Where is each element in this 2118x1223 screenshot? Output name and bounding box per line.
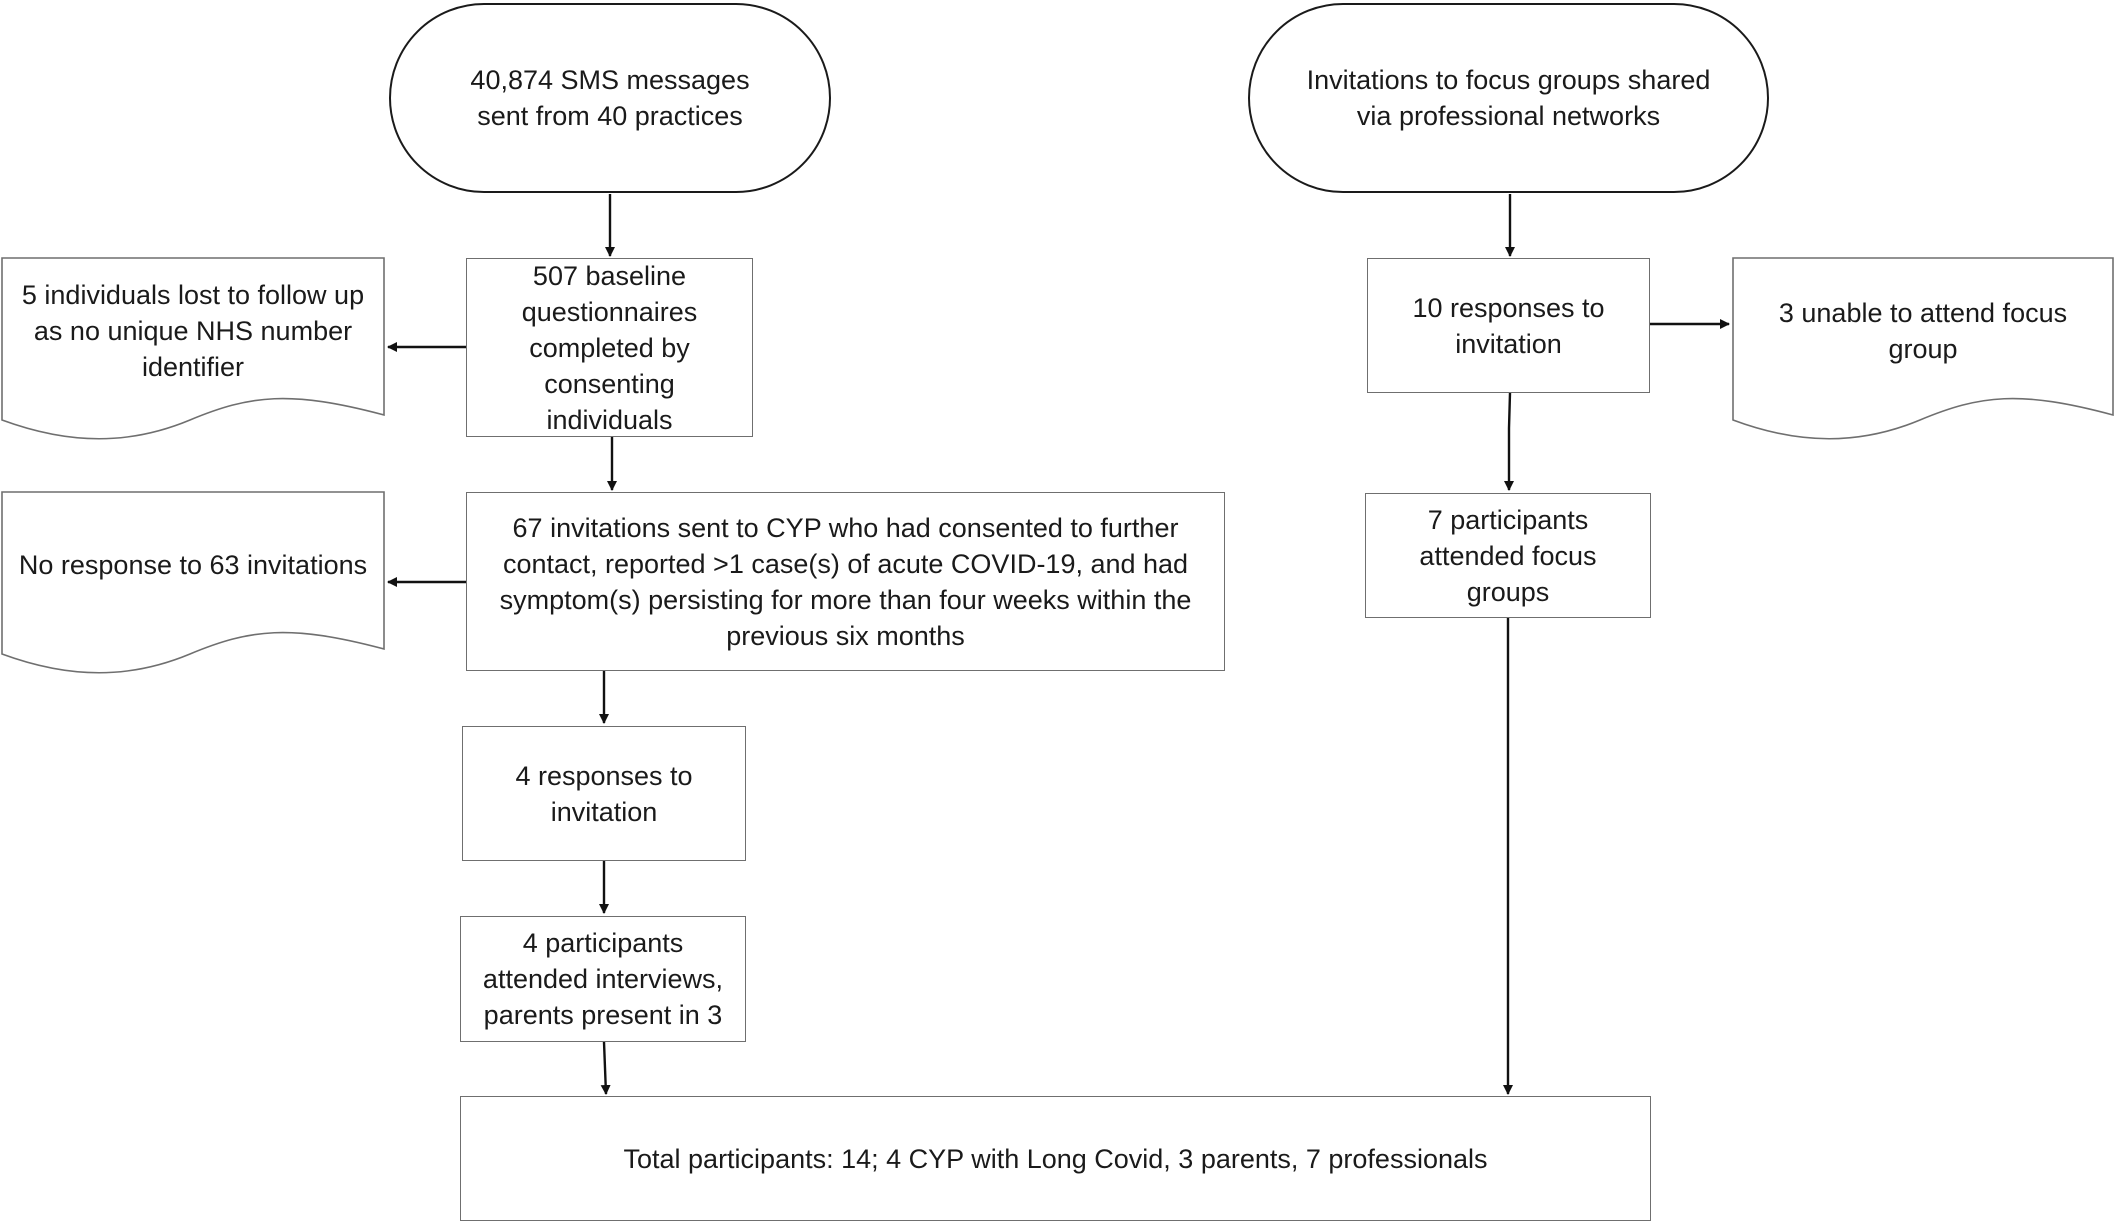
arrow-responses-to-focus (1504, 392, 1514, 491)
invitations-sent-box: 67 invitations sent to CYP who had conse… (466, 492, 1225, 671)
no-response-doc-shape (1, 491, 385, 674)
professional-networks-node: Invitations to focus groups shared via p… (1248, 3, 1769, 193)
focus-groups-attended-text: 7 participants attended focus groups (1419, 504, 1597, 607)
baseline-questionnaires-text: 507 baseline questionnaires completed by… (521, 260, 698, 435)
left-responses-text: 4 responses to invitation (515, 760, 693, 827)
unable-attend-doc: 3 unable to attend focus group (1733, 258, 2113, 438)
right-responses-text: 10 responses to invitation (1412, 292, 1605, 359)
interviews-attended-text: 4 participants attended interviews, pare… (482, 928, 724, 1030)
professional-networks-text: Invitations to focus groups shared via p… (1306, 65, 1711, 131)
lost-followup-text: 5 individuals lost to follow up as no un… (21, 280, 365, 382)
baseline-questionnaires-box: 507 baseline questionnaires completed by… (466, 258, 753, 437)
invitations-sent-text: 67 invitations sent to CYP who had conse… (499, 512, 1192, 651)
no-response-text: No response to 63 invitations (18, 550, 368, 580)
left-responses-box: 4 responses to invitation (462, 726, 746, 861)
sms-messages-text: 40,874 SMS messages sent from 40 practic… (470, 65, 750, 131)
arrow-attended-to-total (600, 1041, 611, 1095)
interviews-attended-box: 4 participants attended interviews, pare… (460, 916, 746, 1042)
no-response-doc: No response to 63 invitations (2, 492, 384, 672)
lost-followup-doc: 5 individuals lost to follow up as no un… (2, 258, 384, 438)
sms-messages-node: 40,874 SMS messages sent from 40 practic… (389, 3, 831, 193)
unable-attend-doc-shape (1732, 257, 2114, 440)
right-responses-box: 10 responses to invitation (1367, 258, 1650, 393)
unable-attend-text: 3 unable to attend focus group (1778, 298, 2068, 364)
focus-groups-attended-box: 7 participants attended focus groups (1365, 493, 1651, 618)
lost-followup-doc-shape (1, 257, 385, 440)
total-participants-box: Total participants: 14; 4 CYP with Long … (460, 1096, 1651, 1221)
total-participants-text: Total participants: 14; 4 CYP with Long … (623, 1143, 1488, 1174)
